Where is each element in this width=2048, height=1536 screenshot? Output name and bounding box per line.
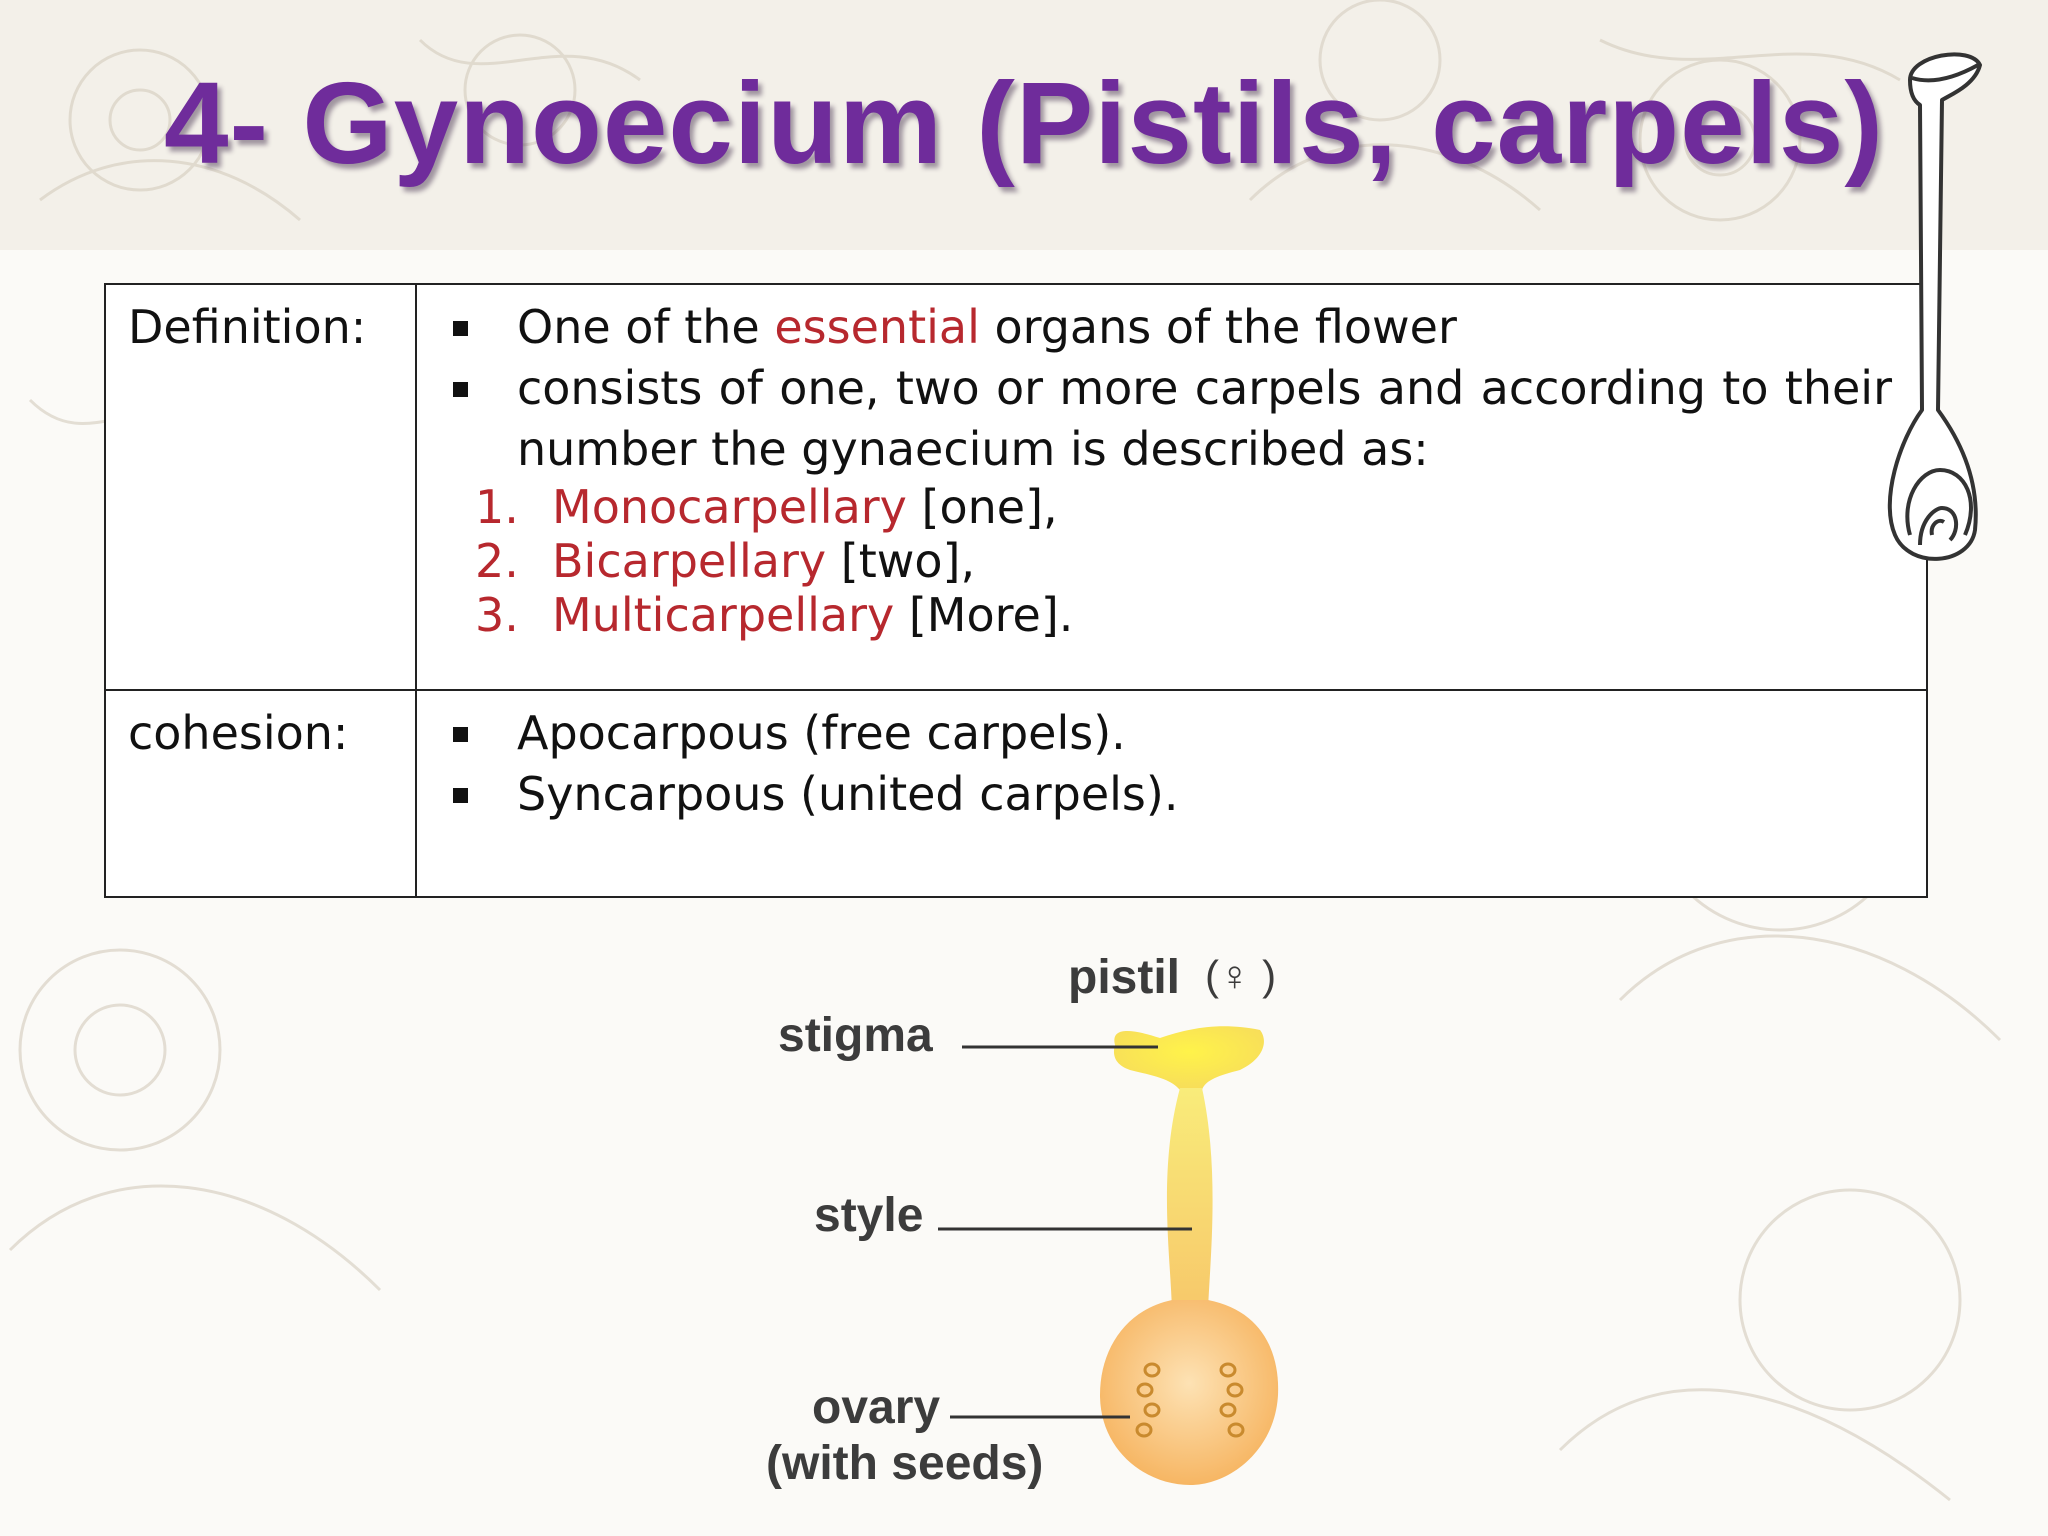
cohesion-label: cohesion: [104,689,417,898]
square-bullet-icon [453,727,468,742]
bullet-text-after: organs of the flower [994,300,1457,354]
bullet-text-before: One of the [517,300,760,354]
stigma-label: stigma [778,1009,933,1062]
bullet-text: Syncarpous (united carpels). [517,767,1179,821]
list-item: 1. Monocarpellary [one], [475,480,1892,534]
list-item: 3. Multicarpellary [More]. [475,588,1892,642]
pistil-drawing [938,1026,1279,1485]
female-symbol-label: (♀ ) [1205,952,1277,999]
bullet-text: Apocarpous (free carpels). [517,706,1126,760]
square-bullet-icon [453,382,468,397]
pistil-label: pistil [1068,951,1181,1004]
type-note: [one], [921,480,1058,534]
definition-bullets: One of the essential organs of the flowe… [437,297,1892,480]
definition-label: Definition: [104,283,417,691]
seeds-label: (with seeds) [766,1437,1044,1490]
table-row-definition: Definition: One of the essential organs … [104,283,1928,691]
definition-content: One of the essential organs of the flowe… [415,283,1928,691]
list-item: 2. Bicarpellary [two], [475,534,1892,588]
square-bullet-icon [453,321,468,336]
item-number: 2. [475,534,519,588]
bullet-text: consists of one, two or more carpels and… [517,361,1892,476]
list-item: consists of one, two or more carpels and… [437,358,1892,480]
carpel-number-types: 1. Monocarpellary [one], 2. Bicarpellary… [437,480,1892,642]
list-item: Apocarpous (free carpels). [437,703,1892,764]
type-term: Bicarpellary [552,534,827,588]
definition-table: Definition: One of the essential organs … [104,283,1928,898]
highlighted-word: essential [774,300,980,354]
type-term: Monocarpellary [552,480,907,534]
slide-title: 4- Gynoecium (Pistils, carpels) [163,58,1885,188]
type-note: [two], [840,534,976,588]
square-bullet-icon [453,788,468,803]
list-item: Syncarpous (united carpels). [437,764,1892,825]
table-row-cohesion: cohesion: Apocarpous (free carpels). Syn… [104,689,1928,898]
style-label: style [814,1189,924,1242]
cohesion-bullets: Apocarpous (free carpels). Syncarpous (u… [437,703,1892,825]
ovary-label: ovary [812,1381,941,1434]
pistil-diagram: pistil (♀ ) stigma style ovary (with see… [740,930,1340,1510]
item-number: 1. [475,480,519,534]
list-item: One of the essential organs of the flowe… [437,297,1892,358]
pistil-outline-illustration [1887,52,1982,561]
item-number: 3. [475,588,519,642]
type-term: Multicarpellary [552,588,895,642]
type-note: [More]. [908,588,1074,642]
cohesion-content: Apocarpous (free carpels). Syncarpous (u… [415,689,1928,898]
